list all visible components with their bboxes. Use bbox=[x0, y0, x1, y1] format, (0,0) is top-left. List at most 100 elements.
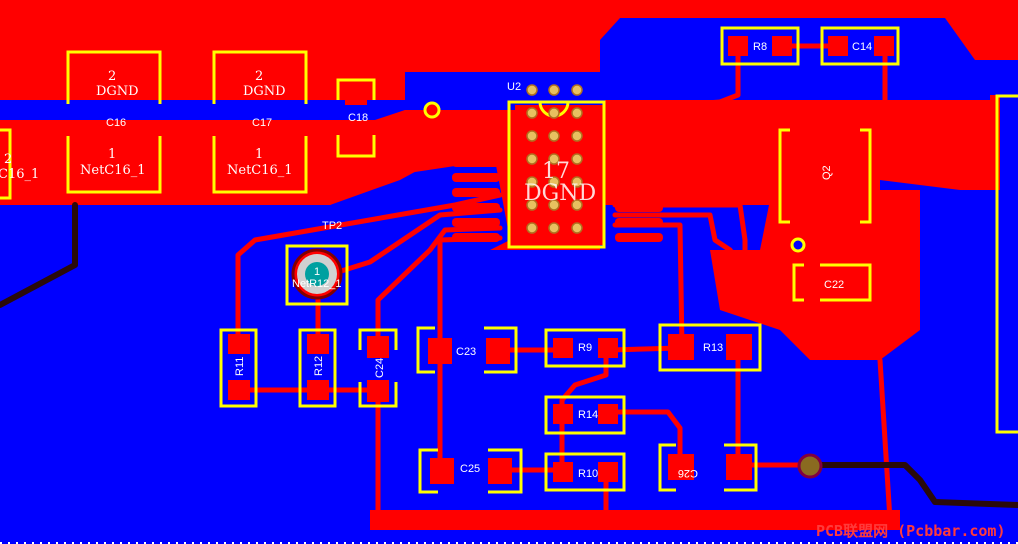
c24-pad-2 bbox=[367, 380, 389, 402]
r14-footprint[interactable]: R14 bbox=[544, 395, 626, 435]
r13-pad-1 bbox=[668, 334, 694, 360]
r10-pad-1 bbox=[553, 462, 573, 482]
r10-silk bbox=[544, 452, 626, 492]
r12-pad-1 bbox=[307, 334, 329, 354]
c25-footprint[interactable]: C25 bbox=[418, 448, 523, 494]
c26-designator: C26 bbox=[678, 467, 698, 479]
c17-pad1-net: NetC16_1 bbox=[227, 163, 293, 178]
r11-designator: R11 bbox=[234, 357, 246, 376]
c14-silk bbox=[820, 26, 900, 66]
r9-designator: R9 bbox=[578, 342, 592, 354]
c22-silk-left bbox=[792, 263, 804, 302]
u2-thermal-vias bbox=[526, 84, 583, 234]
c16-footprint[interactable]: 2 DGND 1 NetC16_1 C16 bbox=[66, 50, 162, 194]
q2-pin-2 bbox=[810, 185, 819, 230]
r12-pad-2 bbox=[307, 380, 329, 400]
c25-silk-left bbox=[418, 448, 438, 494]
r9-footprint[interactable]: R9 bbox=[544, 328, 626, 368]
c26-silk-right bbox=[724, 443, 758, 492]
c23-pad-2 bbox=[486, 338, 510, 364]
r10-footprint[interactable]: R10 bbox=[544, 452, 626, 492]
r9-silk bbox=[544, 328, 626, 368]
u2-pad-net: DGND bbox=[524, 181, 596, 206]
c18-footprint[interactable]: C18 bbox=[336, 78, 376, 158]
u2-pad-number: 17 bbox=[542, 159, 570, 184]
c17-pad2-num: 2 bbox=[255, 69, 263, 84]
r8-pad-1 bbox=[728, 36, 748, 56]
r11-pad-2 bbox=[228, 380, 250, 400]
c18-silk-bottom bbox=[336, 135, 376, 158]
r12-silk bbox=[298, 328, 337, 408]
c17-silk-bottom bbox=[212, 136, 308, 194]
via-near-q2[interactable] bbox=[790, 237, 806, 253]
r11-footprint[interactable]: R11 bbox=[219, 328, 258, 408]
via-near-c26[interactable] bbox=[797, 453, 823, 479]
c14-pad-1 bbox=[828, 36, 848, 56]
q2-silk-left bbox=[778, 128, 790, 224]
q2-designator: Q2 bbox=[821, 165, 833, 180]
trace-u2-c22 bbox=[612, 212, 811, 285]
c25-silk-right bbox=[488, 448, 523, 494]
tp2-silk bbox=[285, 244, 349, 306]
tp2-pad-num: 1 bbox=[314, 266, 320, 278]
r14-designator: R14 bbox=[578, 409, 598, 421]
c16-designator: C16 bbox=[106, 117, 126, 129]
tp2-testpoint[interactable]: 1 NetR12_1 TP2 bbox=[285, 220, 349, 306]
u2-right-pins bbox=[615, 108, 663, 242]
r13-footprint[interactable]: R13 bbox=[658, 323, 762, 372]
c17-silk-top bbox=[212, 50, 308, 104]
c25-pad-2 bbox=[488, 458, 512, 484]
left-edge-footprint[interactable]: 2 C16_1 bbox=[0, 128, 39, 200]
u2-left-pins bbox=[452, 143, 500, 242]
c23-designator: C23 bbox=[456, 346, 476, 358]
c24-footprint[interactable]: C24 bbox=[358, 328, 398, 408]
c17-footprint[interactable]: 2 DGND 1 NetC16_1 C17 bbox=[212, 50, 308, 194]
u2-thermal-pad bbox=[515, 105, 603, 245]
c22-silk-right bbox=[820, 263, 872, 302]
c23-silk-right bbox=[484, 326, 518, 374]
c23-footprint[interactable]: C23 bbox=[416, 326, 518, 374]
trace-r8-u2 bbox=[612, 45, 741, 113]
trace-tp2-u2 bbox=[335, 207, 503, 275]
q2-pin-1 bbox=[792, 185, 801, 230]
via-near-c18[interactable] bbox=[423, 101, 441, 119]
tp2-pad-net: NetR12_1 bbox=[292, 278, 342, 290]
c14-pad-2 bbox=[874, 36, 894, 56]
r12-footprint[interactable]: R12 bbox=[298, 328, 337, 408]
c14-designator: C14 bbox=[852, 41, 872, 53]
top-pour-band bbox=[605, 95, 1000, 190]
u2-outline bbox=[507, 100, 606, 249]
r12-designator: R12 bbox=[313, 356, 325, 376]
c18-designator: C18 bbox=[348, 112, 368, 124]
r14-pad-2 bbox=[598, 404, 618, 424]
c23-pad-1 bbox=[428, 338, 452, 364]
c26-pad-1 bbox=[668, 454, 694, 480]
right-edge-connector-silk bbox=[995, 94, 1018, 434]
dark-trace-right bbox=[817, 462, 1018, 508]
u2-ic[interactable]: 17 DGND U2 bbox=[452, 81, 663, 249]
c24-silk-bottom bbox=[358, 382, 398, 408]
c26-pad-2 bbox=[726, 454, 752, 480]
bottom-pour-strip bbox=[0, 72, 600, 120]
q2-pin-3 bbox=[828, 185, 837, 230]
r8-footprint[interactable]: R8 bbox=[720, 26, 800, 66]
q2-footprint[interactable]: Q2 bbox=[778, 128, 872, 230]
r13-designator: R13 bbox=[703, 342, 723, 354]
c22-designator: C22 bbox=[824, 279, 844, 291]
trace-r14-c26 bbox=[605, 409, 683, 468]
r8-designator: R8 bbox=[753, 41, 767, 53]
c22-footprint[interactable]: C22 bbox=[792, 263, 872, 302]
c25-designator: C25 bbox=[460, 463, 480, 475]
c26-footprint[interactable]: C26 bbox=[658, 443, 758, 492]
r8-pad-2 bbox=[772, 36, 792, 56]
r8-silk bbox=[720, 26, 800, 66]
c16-pad2-num: 2 bbox=[108, 69, 116, 84]
c14-footprint[interactable]: C14 bbox=[820, 26, 900, 66]
c23-silk-left bbox=[416, 326, 435, 374]
r9-pad-2 bbox=[598, 338, 618, 358]
trace-u2-q2 bbox=[612, 202, 748, 273]
left-edge-silk bbox=[0, 128, 12, 200]
tp2-designator: TP2 bbox=[322, 220, 342, 232]
